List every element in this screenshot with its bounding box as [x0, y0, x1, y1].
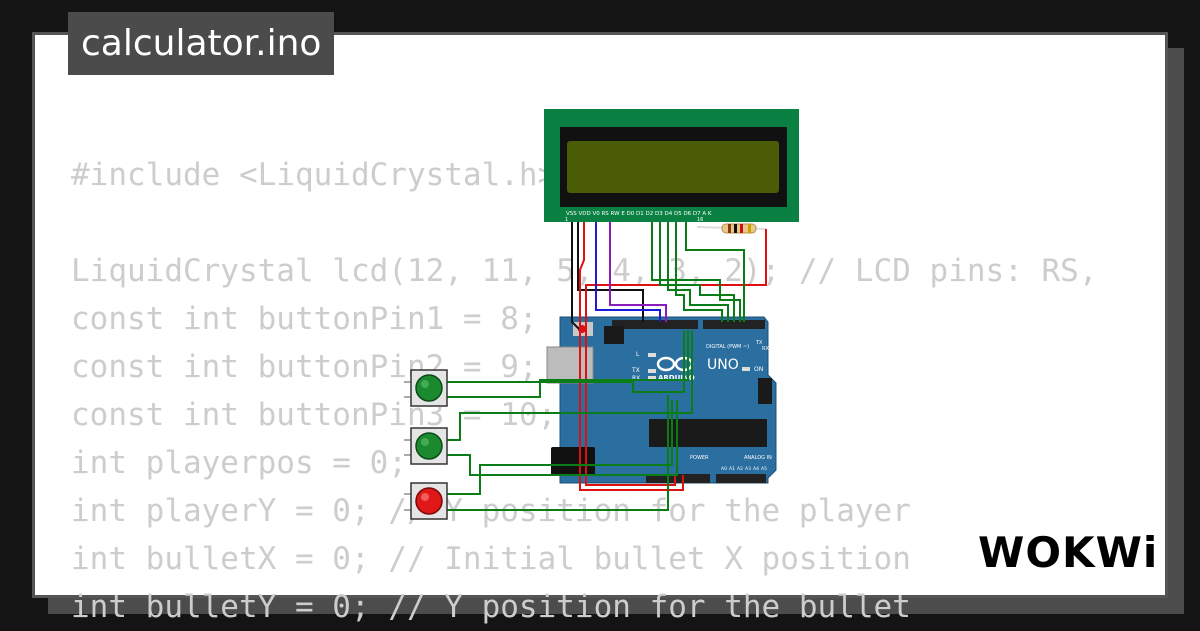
- wire-button-1: [446, 330, 685, 393]
- on-led-label: ON: [754, 366, 763, 373]
- wire-k: [685, 222, 745, 322]
- wire-button-3: [446, 400, 673, 495]
- tx-label: TX: [755, 340, 763, 346]
- wire-e: [609, 222, 667, 322]
- wire-d7: [675, 222, 723, 322]
- pushbutton-3[interactable]: [404, 482, 448, 520]
- lcd-pin-labels: VSS VDD V0 RS RW E D0 D1 D2 D3 D4 D5 D6 …: [566, 211, 712, 217]
- digital-header-right: [703, 320, 765, 329]
- wire-d5: [659, 222, 735, 322]
- wire-button-1-gnd: [446, 330, 689, 398]
- wire-d4: [651, 222, 741, 322]
- rx-led-label: RX: [632, 375, 640, 382]
- digital-label: DIGITAL (PWM ~): [706, 344, 749, 350]
- analog-pin-a5: A5: [761, 466, 767, 472]
- pushbutton-2[interactable]: [404, 427, 448, 465]
- lcd-pin-1: 1: [565, 217, 568, 223]
- code-line: LiquidCrystal lcd(12, 11, 5, 4, 3, 2); /…: [71, 253, 1098, 289]
- board-model: UNO: [707, 357, 739, 373]
- wire-vss: [571, 222, 581, 331]
- analog-pin-a3: A3: [745, 466, 751, 472]
- analog-label: ANALOG IN: [744, 455, 772, 461]
- power-jack: [551, 447, 595, 475]
- power-label: POWER: [690, 455, 709, 461]
- wires: [446, 222, 767, 511]
- code-line: #include <LiquidCrystal.h>: [71, 157, 557, 193]
- lcd-screen: [567, 141, 779, 193]
- analog-pin-a4: A4: [753, 466, 759, 472]
- wokwi-logo: WOKWi: [978, 528, 1159, 577]
- wire-button-2: [446, 330, 693, 441]
- digital-header-left: [612, 320, 698, 329]
- code-line: int bulletY = 0; // Y position for the b…: [71, 589, 911, 625]
- wire-button-2-gnd: [446, 400, 678, 476]
- lcd-pin-16: 16: [697, 217, 703, 223]
- wire-button-3-gnd: [446, 395, 669, 511]
- board-brand: ARDUINO: [658, 374, 695, 382]
- project-title: calculator.ino: [68, 12, 335, 75]
- lcd-module[interactable]: VSS VDD V0 RS RW E D0 D1 D2 D3 D4 D5 D6 …: [544, 109, 799, 223]
- pushbutton-1[interactable]: [404, 369, 448, 407]
- wire-led-anode: [585, 229, 767, 486]
- power-header: [646, 474, 710, 483]
- code-line: const int buttonPin1 = 8;: [71, 301, 538, 337]
- wire-d6: [667, 222, 729, 322]
- tx-led-label: TX: [631, 367, 640, 374]
- code-line: int bulletX = 0; // Initial bullet X pos…: [71, 541, 911, 577]
- analog-pin-a2: A2: [737, 466, 743, 472]
- arduino-uno-board[interactable]: DIGITAL (PWM ~) TX RX L TX RX ON UNO ARD…: [546, 316, 777, 484]
- code-line: int playerpos = 0;: [71, 445, 407, 481]
- rx-label: RX: [762, 346, 769, 352]
- code-preview: #include <LiquidCrystal.h> LiquidCrystal …: [71, 151, 1098, 631]
- l-led-label: L: [636, 351, 640, 358]
- analog-pin-a0: A0: [721, 466, 727, 472]
- atmega-chip: [649, 419, 767, 447]
- analog-pin-a1: A1: [729, 466, 735, 472]
- resistor[interactable]: [696, 223, 767, 234]
- analog-header: [716, 474, 766, 483]
- wire-rs: [595, 222, 661, 322]
